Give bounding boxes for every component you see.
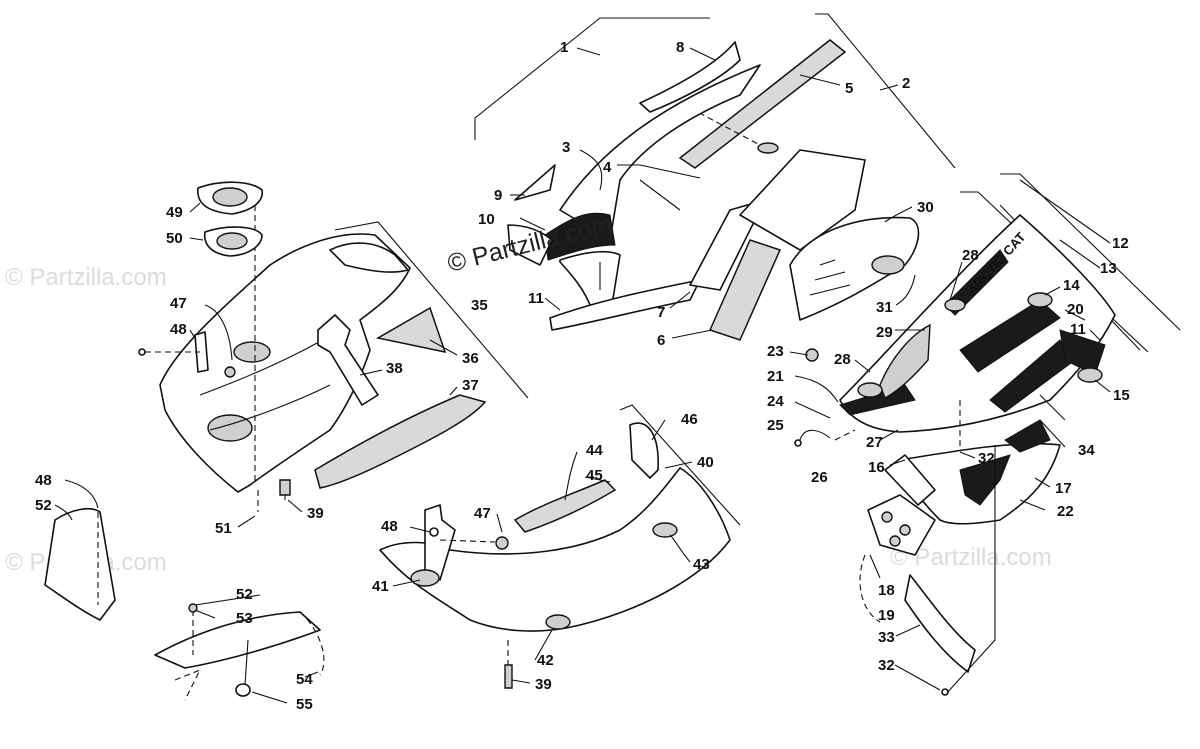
callout-48[interactable]: 48 <box>170 321 187 338</box>
callout-41[interactable]: 41 <box>372 578 389 595</box>
callout-37[interactable]: 37 <box>462 377 479 394</box>
callout-7[interactable]: 7 <box>657 304 665 321</box>
callout-18[interactable]: 18 <box>878 582 895 599</box>
callout-53[interactable]: 53 <box>236 610 253 627</box>
callout-28[interactable]: 28 <box>962 247 979 264</box>
callout-8[interactable]: 8 <box>676 39 684 56</box>
callout-29[interactable]: 29 <box>876 324 893 341</box>
callout-48[interactable]: 48 <box>35 472 52 489</box>
callout-13[interactable]: 13 <box>1100 260 1117 277</box>
callout-39[interactable]: 39 <box>307 505 324 522</box>
callout-5[interactable]: 5 <box>845 80 853 97</box>
callout-48[interactable]: 48 <box>381 518 398 535</box>
callout-2[interactable]: 2 <box>902 75 910 92</box>
callout-31[interactable]: 31 <box>876 299 893 316</box>
callout-44[interactable]: 44 <box>586 442 603 459</box>
callout-38[interactable]: 38 <box>386 360 403 377</box>
callout-46[interactable]: 46 <box>681 411 698 428</box>
callout-43[interactable]: 43 <box>693 556 710 573</box>
callout-27[interactable]: 27 <box>866 434 883 451</box>
callout-11[interactable]: 11 <box>1070 321 1086 338</box>
callouts: 1 2 3 4 5 6 7 8 9 10 11 11 12 13 14 15 1… <box>35 39 1130 713</box>
callout-45[interactable]: 45 <box>586 467 603 484</box>
callout-40[interactable]: 40 <box>697 454 714 471</box>
callout-15[interactable]: 15 <box>1113 387 1130 404</box>
watermark-faint: © Partzilla.com <box>5 264 167 291</box>
callout-9[interactable]: 9 <box>494 187 502 204</box>
hood-assembly <box>474 13 956 341</box>
callout-55[interactable]: 55 <box>296 696 313 713</box>
callout-23[interactable]: 23 <box>767 343 784 360</box>
callout-36[interactable]: 36 <box>462 350 479 367</box>
callout-35[interactable]: 35 <box>471 297 488 314</box>
callout-12[interactable]: 12 <box>1112 235 1129 252</box>
callout-28[interactable]: 28 <box>834 351 851 368</box>
callout-32[interactable]: 32 <box>978 450 995 467</box>
callout-3[interactable]: 3 <box>562 139 570 156</box>
callout-20[interactable]: 20 <box>1067 301 1084 318</box>
callout-30[interactable]: 30 <box>917 199 934 216</box>
callout-34[interactable]: 34 <box>1078 442 1095 459</box>
side-panel-assembly: ARCTIC CAT <box>794 173 1181 696</box>
belly-pan-assembly <box>138 181 529 512</box>
callout-52[interactable]: 52 <box>35 497 52 514</box>
callout-33[interactable]: 33 <box>878 629 895 646</box>
callout-51[interactable]: 51 <box>215 520 232 537</box>
callout-21[interactable]: 21 <box>767 368 784 385</box>
callout-32[interactable]: 32 <box>878 657 895 674</box>
callout-49[interactable]: 49 <box>166 204 183 221</box>
callout-54[interactable]: 54 <box>296 671 313 688</box>
callout-10[interactable]: 10 <box>478 211 495 228</box>
callout-1[interactable]: 1 <box>560 39 568 56</box>
callout-14[interactable]: 14 <box>1063 277 1080 294</box>
callout-17[interactable]: 17 <box>1055 480 1072 497</box>
callout-47[interactable]: 47 <box>170 295 187 312</box>
callout-47[interactable]: 47 <box>474 505 491 522</box>
callout-42[interactable]: 42 <box>537 652 554 669</box>
front-lower-pan <box>379 404 741 689</box>
callout-25[interactable]: 25 <box>767 417 784 434</box>
callout-19[interactable]: 19 <box>878 607 895 624</box>
callout-4[interactable]: 4 <box>603 159 612 176</box>
callout-11[interactable]: 11 <box>528 290 544 307</box>
callout-50[interactable]: 50 <box>166 230 183 247</box>
lower-left-parts <box>44 508 325 701</box>
callout-24[interactable]: 24 <box>767 393 784 410</box>
callout-22[interactable]: 22 <box>1057 503 1074 520</box>
callout-52[interactable]: 52 <box>236 586 253 603</box>
callout-16[interactable]: 16 <box>868 459 885 476</box>
callout-39[interactable]: 39 <box>535 676 552 693</box>
callout-26[interactable]: 26 <box>811 469 828 486</box>
callout-6[interactable]: 6 <box>657 332 665 349</box>
